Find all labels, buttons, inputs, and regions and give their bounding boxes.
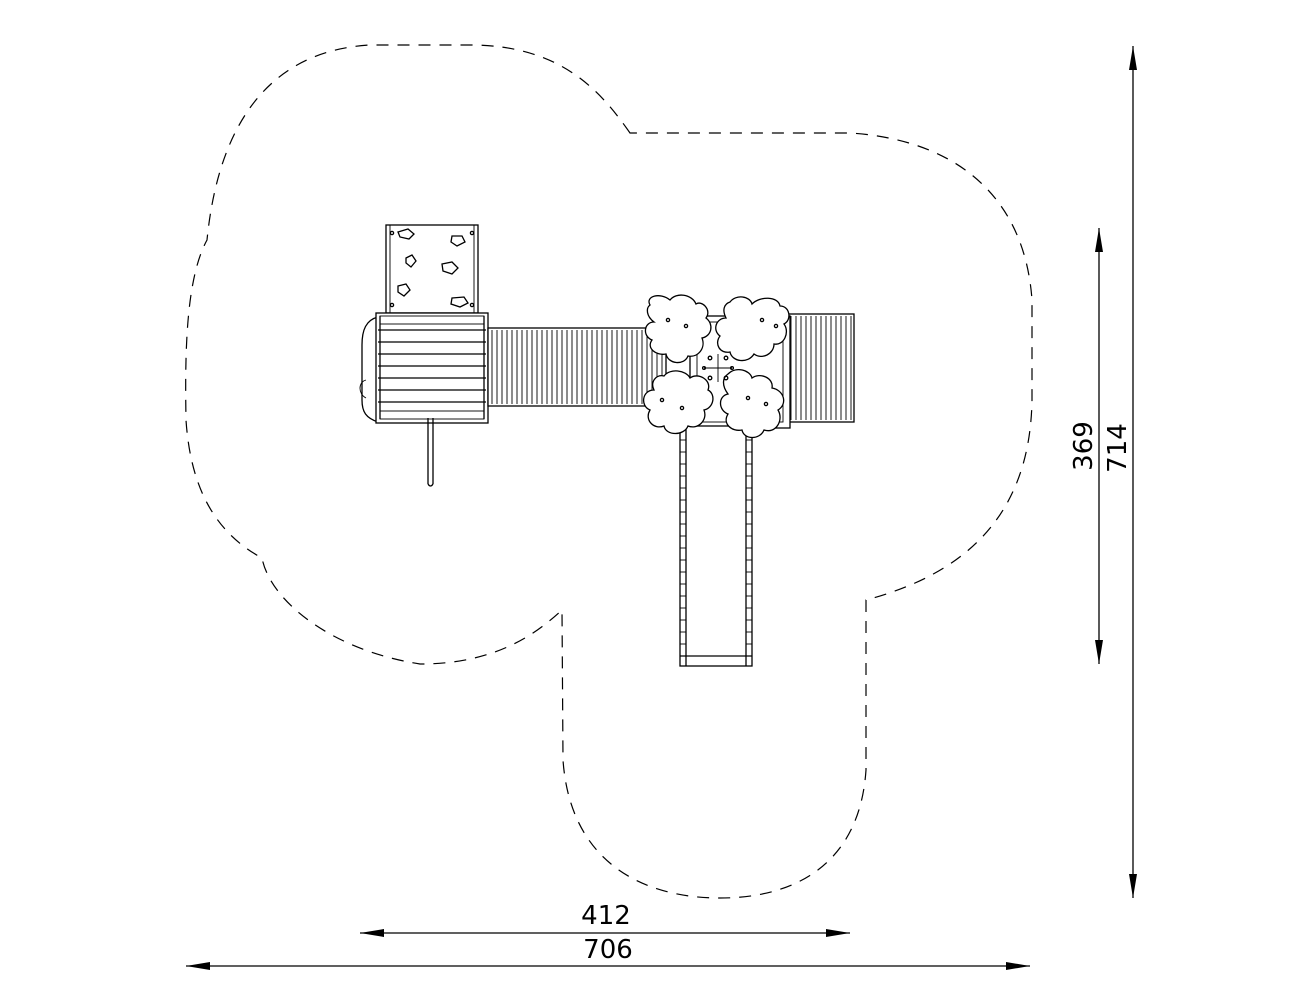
dimension-label-369: 369	[1069, 421, 1099, 471]
dimension-label-412: 412	[581, 901, 631, 931]
leaf-roof	[643, 294, 790, 439]
dimension-height-inner: 369	[1069, 228, 1103, 664]
tunnel-bridge	[487, 327, 667, 407]
slide	[679, 425, 753, 667]
dimension-height-outer: 714	[1103, 46, 1137, 898]
roof-hub	[701, 354, 735, 382]
right-deck	[781, 313, 855, 423]
climbing-wall	[385, 224, 479, 314]
pole	[427, 418, 434, 487]
dimension-width-inner: 412	[360, 901, 850, 937]
leaf-top-right	[715, 296, 790, 362]
safety-zone-outline	[185, 44, 1033, 899]
dimension-width-outer: 706	[186, 935, 1030, 970]
left-platform	[359, 312, 489, 424]
dimension-label-714: 714	[1103, 423, 1133, 473]
dimension-label-706: 706	[583, 935, 633, 965]
leaf-bottom-right	[719, 368, 785, 439]
leaf-top-left	[644, 294, 712, 364]
leaf-bottom-left	[643, 370, 714, 435]
